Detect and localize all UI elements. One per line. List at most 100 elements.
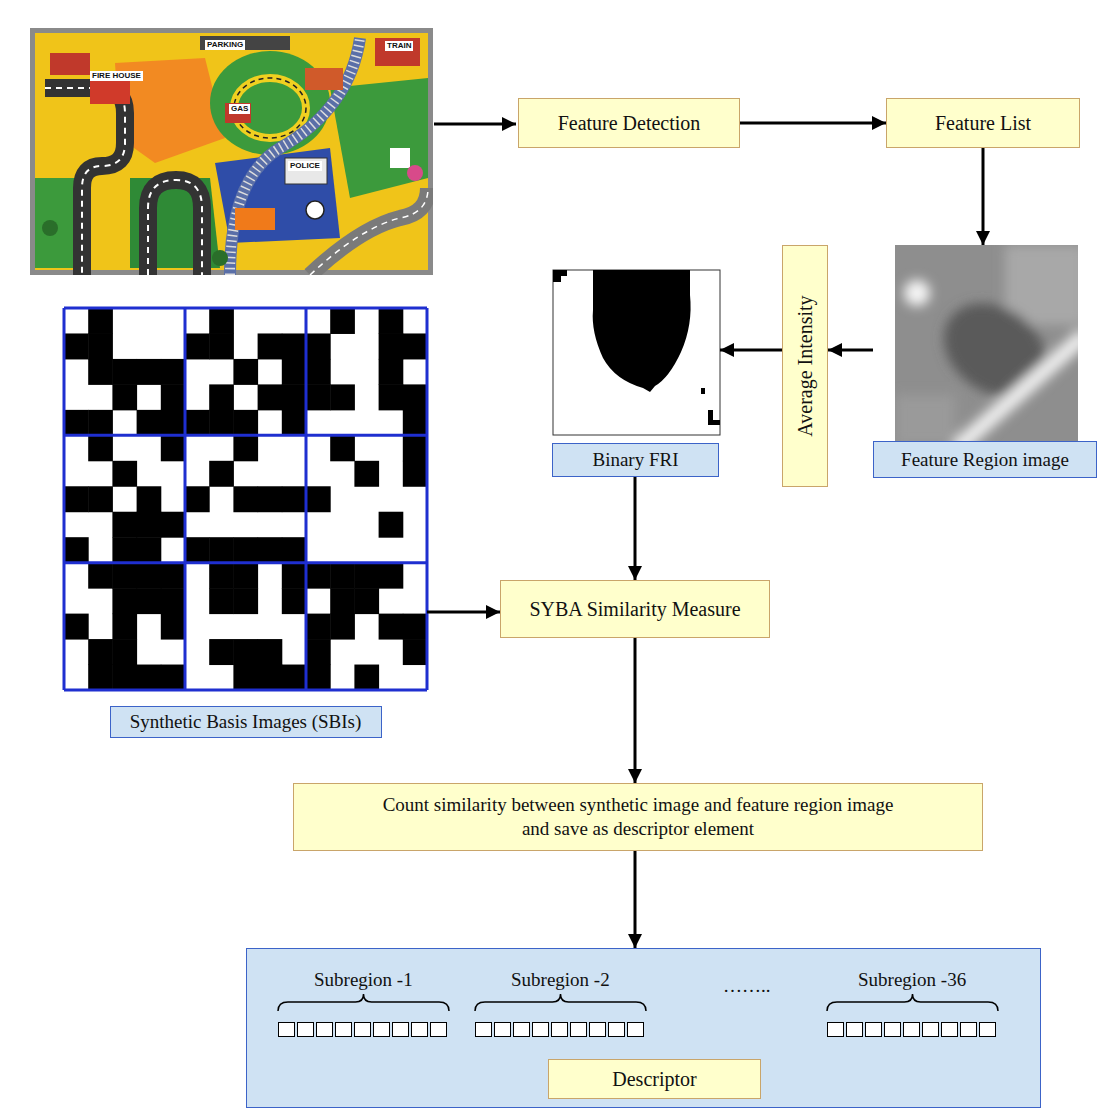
sbi-cell (137, 512, 162, 538)
sbi-cell (161, 384, 186, 410)
sbi-cell (137, 588, 162, 614)
sbi-cell (137, 563, 162, 589)
descriptor-cell (355, 1023, 371, 1037)
descriptor-cell (514, 1023, 530, 1037)
flow-arrow (634, 638, 637, 783)
sbi-cell (282, 665, 307, 691)
sbi-cell (258, 333, 283, 359)
descriptor-cell (533, 1023, 549, 1037)
sbi-cell (282, 563, 307, 589)
descriptor-cell (923, 1023, 939, 1037)
caption-box: Synthetic Basis Images (SBIs) (110, 706, 382, 738)
sbi-cell (137, 410, 162, 436)
input-image (30, 28, 433, 275)
sbi-cell (209, 639, 234, 665)
sbi-cell (258, 486, 283, 512)
sbi-cell (112, 563, 137, 589)
sbi-cell (88, 665, 113, 691)
sbi-cell (403, 410, 428, 436)
sbi-divider (64, 689, 427, 692)
node-text: Binary FRI (592, 449, 678, 471)
sbi-cell (379, 614, 404, 640)
sbi-cell (282, 333, 307, 359)
node-text: Count similarity between synthetic image… (368, 793, 908, 841)
sbi-cell (306, 614, 331, 640)
sbi-cell (258, 537, 283, 563)
image-node: Feature Region image (873, 245, 1097, 478)
sbi-cell (403, 614, 428, 640)
sbi-cell (209, 384, 234, 410)
curly-brace (827, 994, 998, 1011)
sbi-cell (282, 486, 307, 512)
sbi-cell (354, 461, 379, 487)
sbi-divider (64, 307, 427, 310)
flow-arrow (634, 477, 637, 580)
sbi-cell (209, 588, 234, 614)
sbi-cell (64, 614, 89, 640)
flow-arrow (740, 122, 886, 125)
sbi-cell (379, 384, 404, 410)
sbi-cell (161, 588, 186, 614)
map-label: PARKING (205, 40, 245, 50)
sbi-cell (112, 359, 137, 385)
flow-arrow (828, 349, 873, 352)
sbi-cell (354, 588, 379, 614)
sbi-cell (161, 410, 186, 436)
descriptor-cell (885, 1023, 901, 1037)
sbi-cell (233, 537, 258, 563)
sbi-cell (403, 435, 428, 461)
subregion-label: Subregion -36 (858, 969, 966, 991)
sbi-cell (209, 333, 234, 359)
sbi-cell (233, 665, 258, 691)
descriptor-cell (317, 1023, 333, 1037)
sbi-cell (209, 537, 234, 563)
descriptor-cell (961, 1023, 977, 1037)
process-box-vertical: Average Intensity (782, 245, 828, 487)
process-box: Descriptor (548, 1059, 761, 1099)
caption-box: Binary FRI (552, 443, 719, 477)
process-box: SYBA Similarity Measure (500, 580, 770, 638)
sbi-divider (426, 308, 429, 690)
sbi-cell (209, 308, 234, 334)
sbi-cell (112, 461, 137, 487)
node-text: Feature Region image (901, 449, 1069, 471)
sbi-cell (233, 359, 258, 385)
sbi-cell (209, 410, 234, 436)
sbi-cell (161, 665, 186, 691)
sbi-cell (282, 359, 307, 385)
sbi-divider (63, 308, 66, 690)
sbi-cell (258, 384, 283, 410)
sbi-cell (64, 486, 89, 512)
sbi-cell (379, 512, 404, 538)
subregion-label: Subregion -1 (314, 969, 413, 991)
sbi-cell (282, 537, 307, 563)
sbi-cell (112, 665, 137, 691)
descriptor-cell (628, 1023, 644, 1037)
sbi-cell (233, 410, 258, 436)
sbi-cell (306, 486, 331, 512)
descriptor-cell (374, 1023, 390, 1037)
sbi-cell (137, 359, 162, 385)
sbi-cell (185, 537, 210, 563)
sbi-cell (379, 359, 404, 385)
descriptor-cell (431, 1023, 447, 1037)
sbi-cell (161, 512, 186, 538)
sbi-grid (64, 308, 428, 691)
descriptor-cell (279, 1023, 295, 1037)
sbi-cell (233, 563, 258, 589)
sbi-cell (88, 639, 113, 665)
sbi-cell (112, 512, 137, 538)
curly-brace (475, 994, 646, 1011)
sbi-cell (161, 435, 186, 461)
image-node: Synthetic Basis Images (SBIs) (64, 308, 427, 738)
sbi-cell (88, 435, 113, 461)
sbi-cell (112, 588, 137, 614)
image-node: Binary FRI (551, 270, 720, 477)
sbi-cell (112, 384, 137, 410)
subregion-label: Subregion -2 (511, 969, 610, 991)
sbi-cell (233, 486, 258, 512)
input-arrow (434, 123, 516, 126)
sbi-cell (161, 614, 186, 640)
map-label: FIRE HOUSE (90, 71, 143, 81)
sbi-cell (403, 461, 428, 487)
